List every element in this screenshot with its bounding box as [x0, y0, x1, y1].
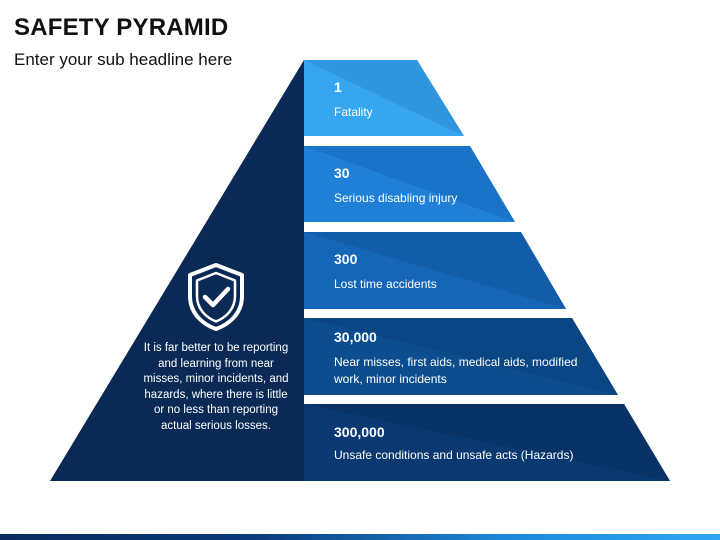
tier-5-description: Unsafe conditions and unsafe acts (Hazar…	[334, 448, 574, 462]
tier-5-number: 300,000	[334, 424, 385, 440]
tier-2-band	[304, 146, 515, 222]
tier-1-band	[304, 60, 464, 136]
tier-2-description: Serious disabling injury	[334, 191, 458, 205]
page-subtitle: Enter your sub headline here	[14, 50, 233, 69]
tier-4-description: Near misses, first aids, medical aids, m…	[334, 355, 578, 386]
bottom-accent-bar	[0, 534, 720, 540]
tier-1-description: Fatality	[334, 105, 373, 119]
pyramid-left-face	[50, 60, 304, 481]
page-title: SAFETY PYRAMID	[14, 14, 229, 41]
left-panel-text: It is far better to be reporting and lea…	[143, 342, 289, 432]
tier-2-number: 30	[334, 165, 350, 181]
tier-4-band	[304, 318, 618, 395]
tier-3-description: Lost time accidents	[334, 277, 437, 291]
tier-3-band	[304, 232, 566, 309]
shield-check-icon	[188, 263, 244, 331]
tier-3-number: 300	[334, 251, 358, 267]
tier-1-number: 1	[334, 79, 342, 95]
tier-4-number: 30,000	[334, 329, 377, 345]
tier-5-band	[304, 404, 670, 481]
